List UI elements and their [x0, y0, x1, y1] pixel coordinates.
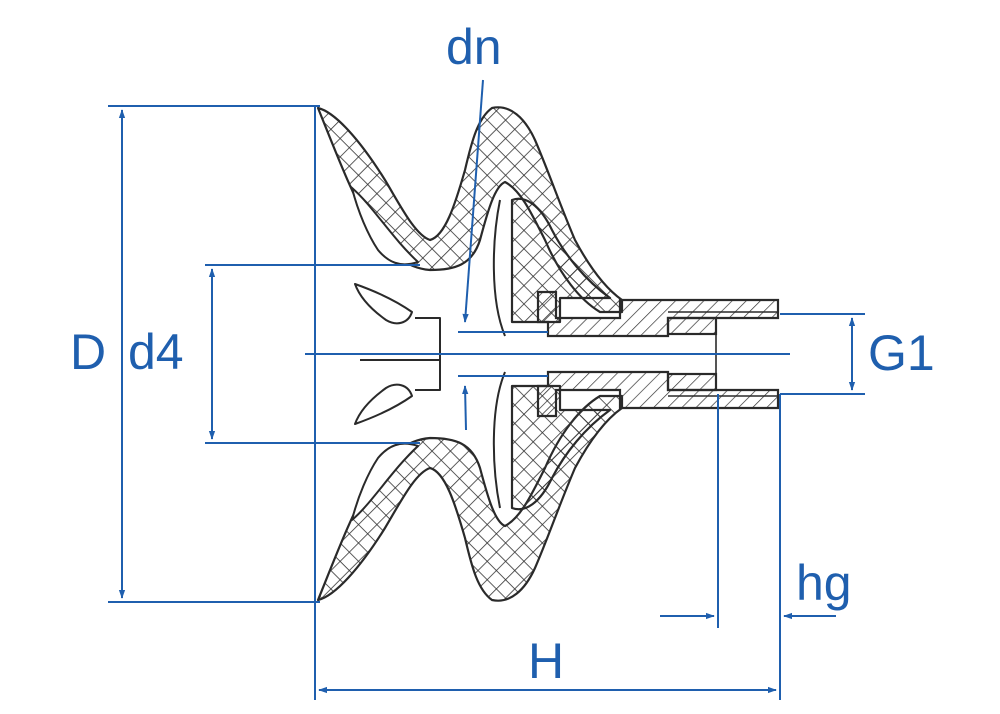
dim-dn-leader: [462, 79, 484, 323]
upper-lip-section: [316, 106, 624, 314]
thread-upper: [666, 316, 718, 336]
thread-lower: [666, 372, 718, 392]
label-dn: dn: [446, 19, 502, 75]
label-hg: hg: [796, 555, 852, 611]
label-d4: d4: [128, 324, 184, 380]
label-G1: G1: [868, 325, 935, 381]
bellows-body: [316, 106, 624, 602]
insert-upper: [536, 290, 780, 338]
hub-upper-section: [510, 197, 612, 324]
dimension-lines: [108, 79, 865, 700]
label-H: H: [528, 633, 565, 689]
label-D: D: [70, 324, 107, 380]
hub-lower-section: [510, 384, 612, 511]
lower-lip-section: [316, 394, 624, 602]
